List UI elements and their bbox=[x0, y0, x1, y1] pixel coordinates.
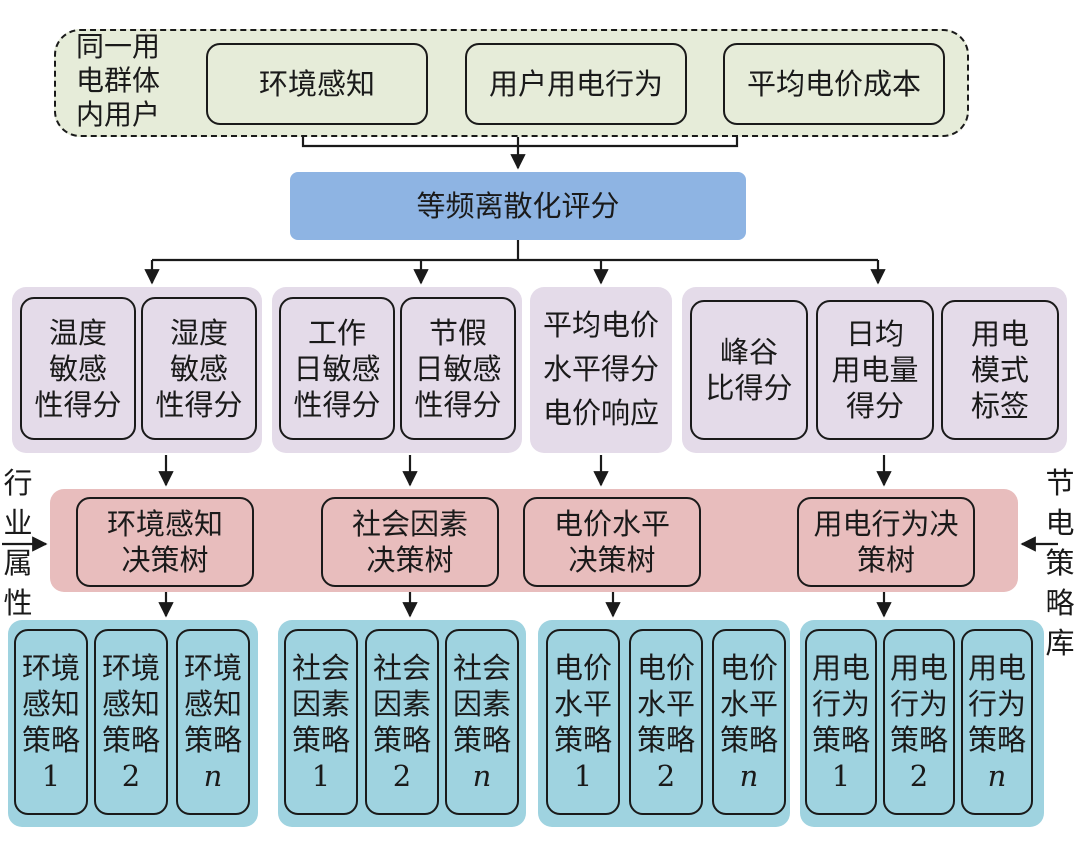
strategy-text: 用电 行为 策略 bbox=[811, 651, 870, 757]
strategy-text: 电价 水平 策略 bbox=[553, 651, 612, 757]
strategy-text: 用电 行为 策略 bbox=[967, 651, 1026, 757]
strategy-index: 1 bbox=[573, 759, 593, 793]
strategy-index: 2 bbox=[392, 759, 412, 793]
strategy-text: 环境 感知 策略 bbox=[183, 651, 242, 757]
strategy-behavior-2: 用电 行为 策略 2 bbox=[883, 629, 955, 815]
scoring-bar: 等频离散化评分 bbox=[290, 172, 746, 240]
strategy-text: 社会 因素 策略 bbox=[372, 651, 431, 757]
tree-price: 电价水平 决策树 bbox=[523, 497, 701, 587]
strategy-env-1: 环境 感知 策略 1 bbox=[14, 629, 88, 815]
score-holiday: 节假 日敏感 性得分 bbox=[400, 297, 516, 440]
strategy-text: 环境 感知 策略 bbox=[101, 651, 160, 757]
tree-behavior: 用电行为决 策树 bbox=[797, 497, 975, 587]
strategy-index: 1 bbox=[41, 759, 61, 793]
strategy-text: 社会 因素 策略 bbox=[291, 651, 350, 757]
top-item-behavior: 用户用电行为 bbox=[465, 43, 687, 125]
strategy-social-1: 社会 因素 策略 1 bbox=[284, 629, 358, 815]
top-group-label: 同一用 电群体 内用户 bbox=[76, 30, 161, 131]
strategy-index: n bbox=[739, 759, 759, 793]
score-peak-valley: 峰谷 比得分 bbox=[690, 300, 808, 440]
side-label-industry: 行 业 属 性 bbox=[3, 466, 33, 620]
strategy-text: 社会 因素 策略 bbox=[452, 651, 511, 757]
tree-social: 社会因素 决策树 bbox=[321, 497, 499, 587]
top-item-env: 环境感知 bbox=[206, 43, 428, 125]
score-humidity: 湿度 敏感 性得分 bbox=[141, 297, 257, 440]
strategy-text: 电价 水平 策略 bbox=[636, 651, 695, 757]
score-workday: 工作 日敏感 性得分 bbox=[279, 297, 395, 440]
strategy-env-n: 环境 感知 策略 n bbox=[176, 629, 250, 815]
strategy-price-2: 电价 水平 策略 2 bbox=[629, 629, 703, 815]
strategy-behavior-1: 用电 行为 策略 1 bbox=[805, 629, 877, 815]
side-label-strategy-library: 节 电 策 略 库 bbox=[1045, 466, 1075, 660]
strategy-price-n: 电价 水平 策略 n bbox=[712, 629, 786, 815]
strategy-text: 电价 水平 策略 bbox=[719, 651, 778, 757]
top-item-price: 平均电价成本 bbox=[723, 43, 945, 125]
strategy-price-1: 电价 水平 策略 1 bbox=[546, 629, 620, 815]
score-usage-mode: 用电 模式 标签 bbox=[941, 300, 1059, 440]
strategy-index: 2 bbox=[121, 759, 141, 793]
strategy-env-2: 环境 感知 策略 2 bbox=[94, 629, 168, 815]
strategy-index: n bbox=[987, 759, 1007, 793]
strategy-index: n bbox=[203, 759, 223, 793]
strategy-text: 用电 行为 策略 bbox=[889, 651, 948, 757]
strategy-index: 1 bbox=[831, 759, 851, 793]
strategy-index: 2 bbox=[656, 759, 676, 793]
score-price: 平均电价 水平得分 电价响应 bbox=[542, 308, 659, 430]
strategy-index: 2 bbox=[909, 759, 929, 793]
strategy-behavior-n: 用电 行为 策略 n bbox=[961, 629, 1033, 815]
strategy-social-n: 社会 因素 策略 n bbox=[445, 629, 519, 815]
strategy-index: n bbox=[472, 759, 492, 793]
strategy-index: 1 bbox=[311, 759, 331, 793]
strategy-text: 环境 感知 策略 bbox=[21, 651, 80, 757]
score-temp: 温度 敏感 性得分 bbox=[20, 297, 136, 440]
score-daily-usage: 日均 用电量 得分 bbox=[816, 300, 934, 440]
tree-env: 环境感知 决策树 bbox=[76, 497, 254, 587]
strategy-social-2: 社会 因素 策略 2 bbox=[365, 629, 439, 815]
score-panel-price bbox=[530, 287, 672, 453]
